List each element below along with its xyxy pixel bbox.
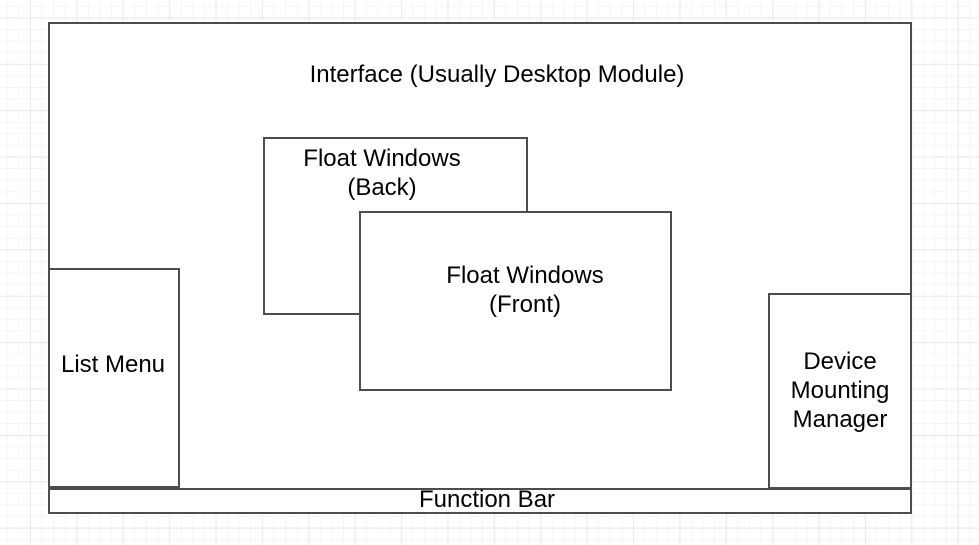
device-mounting-manager-box[interactable] bbox=[768, 293, 912, 489]
float-windows-front-box[interactable] bbox=[359, 211, 672, 391]
function-bar-box[interactable] bbox=[48, 488, 912, 514]
list-menu-box[interactable] bbox=[48, 268, 180, 488]
